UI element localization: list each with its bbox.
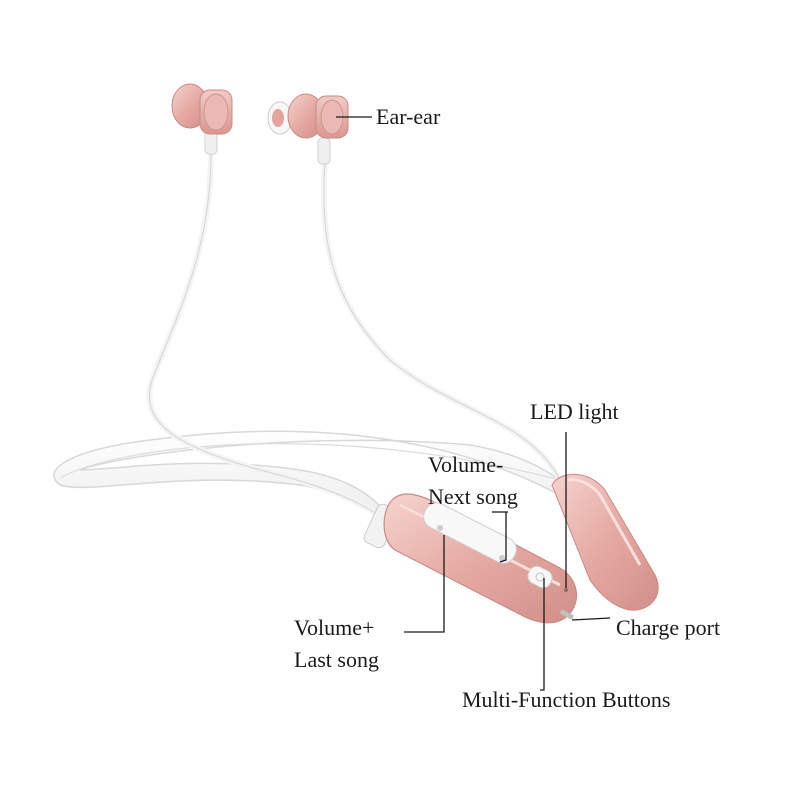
label-last-song: Last song [294, 647, 379, 672]
leader-multi [540, 578, 545, 691]
volume-rocker [423, 502, 517, 564]
charge-port [560, 609, 574, 620]
label-multi-function-buttons: Multi-Function Buttons [462, 687, 671, 712]
left-cable [146, 149, 387, 523]
right-earbud [267, 93, 349, 165]
label-next-song: Next song [428, 484, 518, 509]
left-earbud [171, 83, 233, 155]
right-cable [320, 159, 563, 482]
leader-lines [336, 116, 611, 691]
leader-volume-up [404, 535, 445, 633]
leader-volume-down [499, 512, 507, 563]
neckband [53, 430, 601, 542]
control-housing [363, 493, 578, 624]
label-led-light: LED light [530, 399, 619, 424]
label-volume-down: Volume- [428, 452, 504, 477]
led-indicator [564, 588, 568, 592]
label-charge-port: Charge port [616, 615, 721, 640]
multi-function-button [527, 565, 553, 589]
leader-charge [571, 617, 611, 621]
right-housing [551, 473, 659, 611]
label-volume-up: Volume+ [294, 615, 375, 640]
label-ear: Ear-ear [376, 104, 441, 129]
